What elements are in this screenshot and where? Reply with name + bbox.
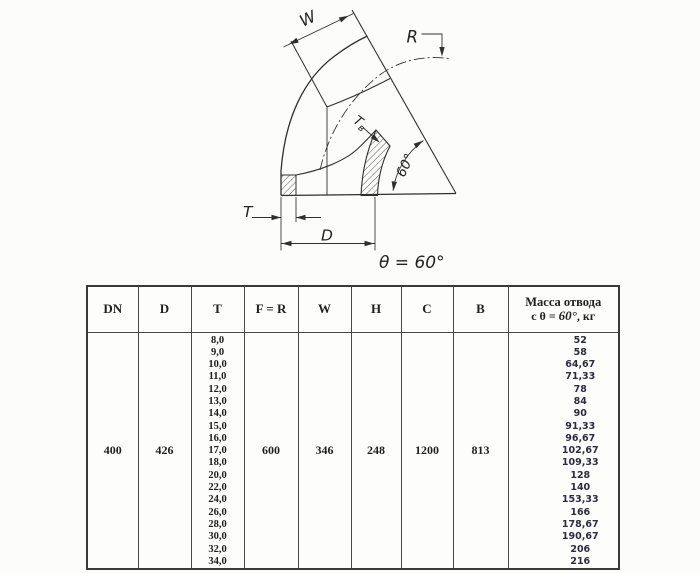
col-header-b: B [452, 285, 509, 333]
t-value: 13,0 [208, 395, 227, 407]
mass-value: 190,67 [561, 531, 599, 543]
t-value: 30,0 [208, 531, 227, 543]
mass-value: 109,33 [561, 457, 599, 469]
elbow-drawing: W R Tв 60° T D θ = 60° [243, 6, 457, 273]
label-t: T [243, 203, 254, 221]
drawing-labels: W R Tв 60° T D θ = 60° [243, 6, 445, 273]
mass-value: 153,33 [561, 494, 599, 506]
elbow-outline [280, 9, 457, 197]
t-value: 26,0 [208, 506, 227, 518]
t-value: 20,0 [208, 469, 227, 481]
col-header-c: C [400, 285, 454, 333]
label-d: D [321, 227, 333, 245]
label-theta: θ = 60° [379, 253, 445, 273]
t-value: 28,0 [208, 518, 227, 530]
t-value: 24,0 [208, 494, 227, 506]
col-header-h: H [350, 285, 402, 333]
inner-wall-section [360, 128, 391, 197]
col-header-fr: F = R [243, 285, 299, 333]
mass-value: 58 [573, 346, 587, 358]
mass-value: 206 [570, 543, 591, 555]
mass-value: 90 [573, 408, 587, 420]
h-value: 248 [350, 331, 402, 570]
t-value: 15,0 [208, 420, 227, 432]
label-w: W [296, 6, 320, 31]
t-value: 34,0 [208, 555, 227, 567]
d-value: 426 [137, 331, 192, 570]
mass-value: 166 [570, 506, 591, 518]
mass-value: 78 [573, 383, 587, 395]
bend-centerline [319, 57, 450, 171]
mass-value: 128 [570, 469, 591, 481]
header-row: DN D T F = R W H C B Масса отвода с θ = … [86, 285, 620, 333]
t-value: 14,0 [208, 408, 227, 420]
t-value: 17,0 [208, 445, 227, 457]
w-value: 346 [297, 331, 352, 570]
mass-value: 84 [573, 395, 587, 407]
mass-header-suffix: , кг [576, 308, 596, 323]
mass-header-line1: Масса отвода [525, 294, 602, 309]
mass-value: 140 [570, 482, 591, 494]
mass-value: 71,33 [565, 371, 596, 383]
mass-value: 64,67 [565, 359, 596, 371]
fr-value: 600 [243, 331, 299, 570]
left-wall-section [281, 175, 296, 195]
mass-header-line2: с θ = 60°, кг [509, 307, 619, 324]
label-angle-60: 60° [393, 151, 418, 180]
t-value: 11,0 [208, 371, 227, 383]
col-header-d: D [137, 285, 192, 333]
dimension-lines [252, 13, 443, 251]
section-hatch [281, 128, 391, 197]
mass-value: 52 [573, 334, 587, 346]
t-value: 10,0 [208, 359, 227, 371]
t-value: 18,0 [208, 457, 227, 469]
dn-value: 400 [86, 331, 139, 570]
label-r: R [407, 28, 418, 47]
label-tv-sub: в [356, 122, 367, 134]
spec-table: DN D T F = R W H C B Масса отвода с θ = … [86, 285, 620, 571]
mass-header-prefix: с θ = [531, 308, 559, 323]
mass-value: 102,67 [561, 445, 599, 457]
b-value: 813 [452, 331, 509, 570]
mass-value: 178,67 [561, 518, 599, 530]
t-value: 32,0 [208, 543, 227, 555]
t-value: 9,0 [210, 346, 225, 358]
mass-value: 216 [570, 555, 591, 567]
mass-value: 96,67 [565, 432, 596, 444]
mass-header-theta-value: 60° [558, 307, 577, 323]
col-header-w: W [297, 285, 352, 333]
t-value: 12,0 [208, 383, 227, 395]
mass-value: 91,33 [565, 420, 596, 432]
col-header-mass: Масса отвода с θ = 60°, кг [507, 285, 620, 333]
t-value: 8,0 [210, 334, 225, 346]
col-header-dn: DN [86, 285, 139, 333]
t-value: 16,0 [208, 432, 227, 444]
col-header-t: T [190, 285, 245, 333]
t-value: 22,0 [208, 482, 227, 494]
c-value: 1200 [400, 331, 454, 570]
